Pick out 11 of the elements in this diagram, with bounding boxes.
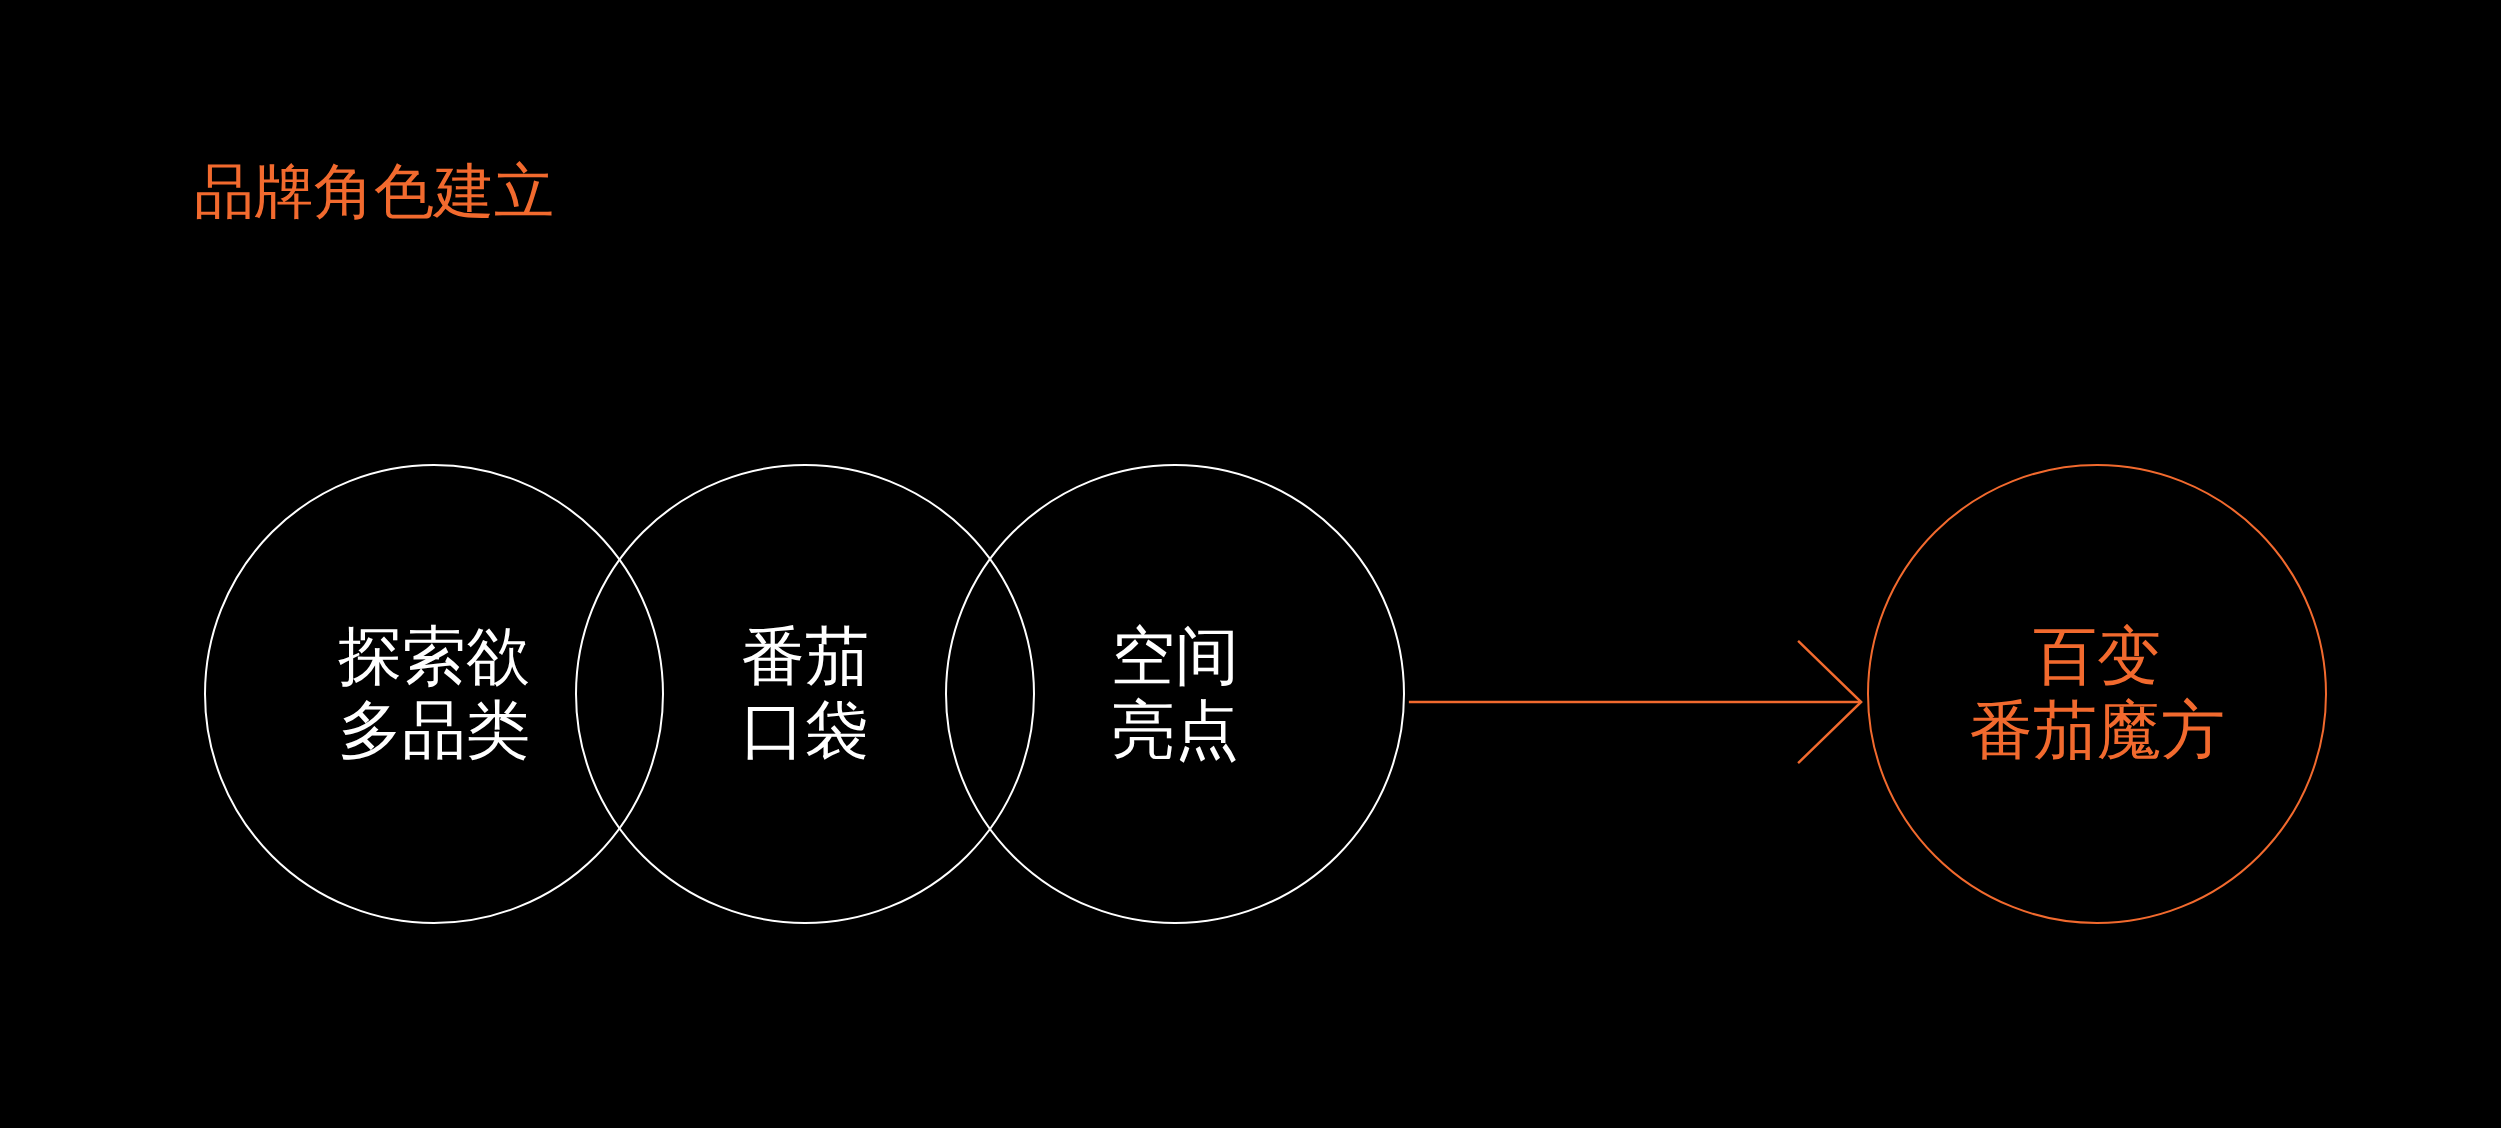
circle bbox=[204, 464, 664, 924]
circle bbox=[575, 464, 1035, 924]
circle-label: 探索欲多品类 bbox=[337, 620, 531, 768]
circle-label: 番茄魔方 bbox=[1968, 694, 2226, 768]
heading: 品牌角色建立 bbox=[194, 155, 554, 228]
circle-label: 百变 bbox=[2032, 620, 2162, 694]
circle bbox=[945, 464, 1405, 924]
circle-label: 空间亮点 bbox=[1110, 620, 1240, 768]
circle bbox=[1867, 464, 2327, 924]
arrow bbox=[1408, 639, 1863, 765]
circle-label: 番茄口袋 bbox=[740, 620, 870, 768]
